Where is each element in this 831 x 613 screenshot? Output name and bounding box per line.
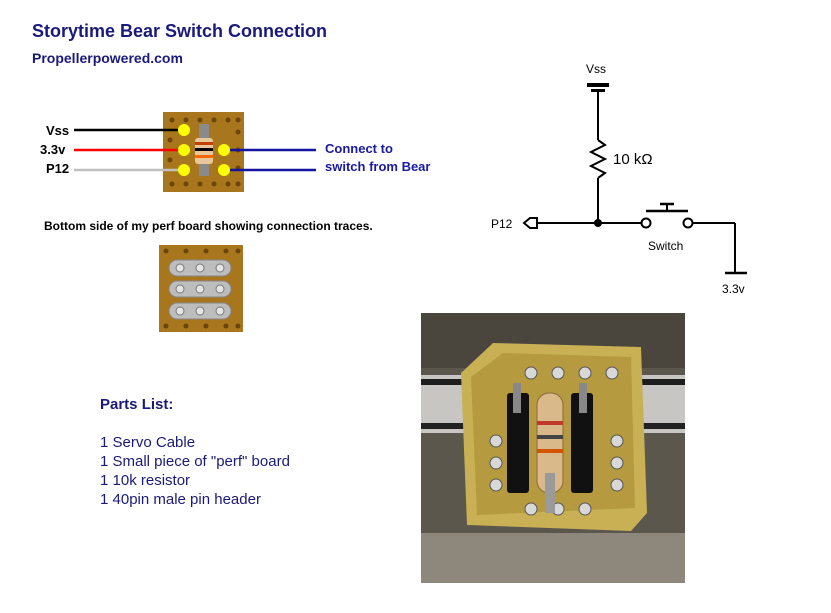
- wire-label-p12: P12: [46, 161, 70, 176]
- schematic-p12-label: P12: [491, 217, 513, 231]
- perf-board: [163, 112, 244, 192]
- parts-list-item: 1 Small piece of "perf" board: [100, 453, 290, 470]
- p12-pin-symbol: [522, 217, 598, 229]
- parts-list-item: 1 Servo Cable: [100, 434, 196, 451]
- website-label: Propellerpowered.com: [32, 50, 183, 66]
- schematic-vss-label: Vss: [586, 62, 607, 76]
- parts-list-item: 1 40pin male pin header: [100, 491, 261, 508]
- perf-board-holes: [167, 117, 241, 187]
- trace-pads: [175, 263, 225, 316]
- schematic-resistor-label: 10 kΩ: [613, 151, 653, 168]
- connect-label-line2: switch from Bear: [325, 159, 431, 174]
- parts-list: Parts List: 1 Servo Cable 1 Small piece …: [100, 395, 290, 509]
- solder-trace-rows: [168, 259, 232, 320]
- solder-pads: [178, 124, 230, 176]
- assembled-board-photo: [421, 313, 685, 583]
- resistor-symbol-board: [195, 138, 213, 164]
- connect-label-line1: Connect to: [325, 141, 393, 156]
- wire-label-3v3: 3.3v: [40, 142, 66, 157]
- vss-symbol: [587, 83, 609, 140]
- wire-label-vss: Vss: [46, 123, 70, 138]
- page-title: Storytime Bear Switch Connection: [32, 21, 328, 41]
- resistor-symbol: [588, 139, 608, 179]
- component-link: [199, 124, 209, 176]
- schematic-switch-label: Switch: [648, 239, 684, 253]
- perf-board-bottom: [159, 245, 243, 332]
- parts-list-item: 1 10k resistor: [100, 472, 191, 489]
- schematic-supply-label: 3.3v: [722, 282, 745, 296]
- junction-node: [594, 219, 602, 227]
- parts-list-heading: Parts List:: [100, 396, 174, 413]
- board-caption: Bottom side of my perf board showing con…: [44, 219, 373, 233]
- board-bottom-holes: [163, 248, 241, 329]
